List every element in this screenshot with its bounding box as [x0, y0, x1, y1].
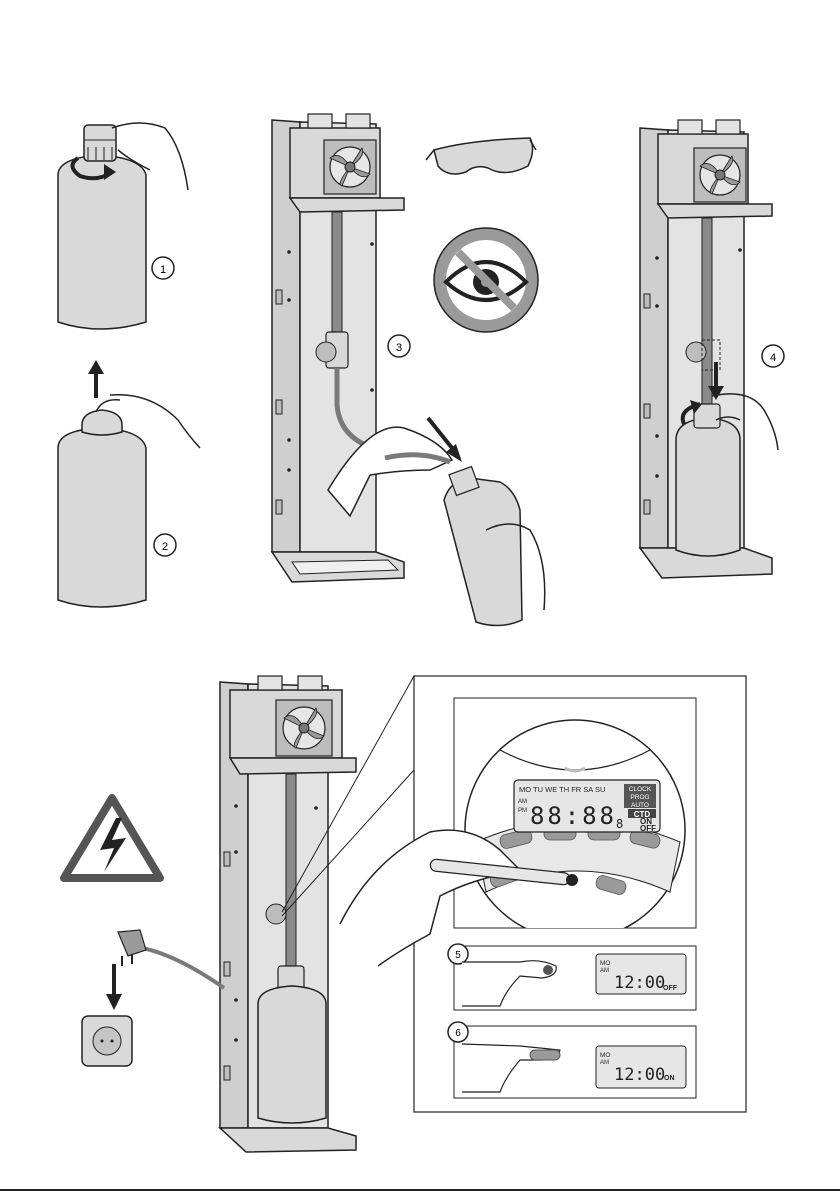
main-lcd-display: MO TU WE TH FR SA SU AM PM 88:88 8 CLOCK… — [514, 780, 660, 833]
auto-mode-label: AUTO — [631, 802, 649, 809]
mini-state-off: OFF — [663, 985, 678, 992]
fan-icon — [324, 140, 376, 194]
fan-icon — [276, 700, 332, 756]
step-number: 6 — [455, 1028, 461, 1039]
off-label: OFF — [640, 824, 656, 833]
mini-am-label: AM — [600, 1060, 609, 1066]
mini-day-label: MO — [600, 1052, 610, 1059]
am-indicator: AM — [518, 799, 527, 805]
power-cord — [82, 930, 224, 1066]
step-4-unit-attach: 4 — [640, 120, 784, 578]
safety-goggles-icon — [426, 138, 536, 174]
step-number: 4 — [770, 352, 776, 364]
mini-day-label: MO — [600, 960, 610, 967]
step-3-unit-fill: 3 — [272, 114, 545, 626]
step-number: 3 — [396, 342, 402, 354]
step-6-mini-on: 6 MO AM 12:00 ON — [448, 1022, 696, 1098]
clock-digits: 88:88 — [530, 802, 614, 830]
mini-time: 12:00 — [614, 973, 665, 993]
mini-state-on: ON — [664, 1075, 675, 1082]
mini-time: 12:00 — [614, 1065, 665, 1085]
bottle-cap-icon — [84, 125, 116, 161]
no-eye-contact-icon — [434, 228, 538, 332]
step-5-mini-off: 5 MO AM 12:00 OFF — [448, 944, 696, 1010]
power-plug-icon — [118, 930, 146, 966]
clock-mode-label: CLOCK — [629, 786, 652, 793]
prog-mode-label: PROG — [630, 794, 649, 801]
wall-socket-icon — [82, 1016, 132, 1066]
step-number: 2 — [162, 541, 168, 553]
mini-am-label: AM — [600, 968, 609, 974]
fan-icon — [694, 148, 746, 202]
step-number: 5 — [455, 950, 461, 961]
weekday-labels: MO TU WE TH FR SA SU — [519, 785, 605, 794]
electric-shock-warning-icon — [64, 798, 160, 878]
day-digit: 8 — [616, 817, 623, 831]
step-2-bottle-seal: 2 — [58, 360, 200, 607]
step-1-bottle-open: 1 — [58, 123, 188, 329]
step-number: 1 — [160, 264, 166, 276]
pm-indicator: PM — [518, 808, 527, 814]
